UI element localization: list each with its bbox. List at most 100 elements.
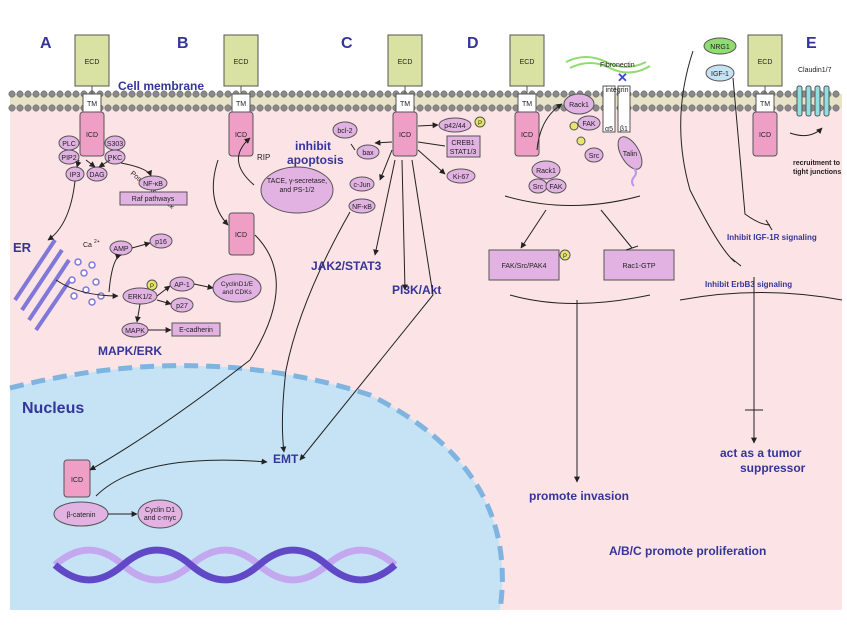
svg-text:FAK: FAK [582, 121, 596, 128]
svg-text:P: P [563, 254, 567, 260]
tace-ellipse [260, 166, 334, 214]
promote-invasion-label: promote invasion [529, 489, 629, 503]
svg-text:apoptosis: apoptosis [287, 153, 344, 167]
panel-label-d: D [467, 35, 479, 52]
inhibit-erbb3-label: Inhibit ErbB3 signaling [705, 280, 792, 289]
svg-text:Rac1-GTP: Rac1-GTP [622, 263, 655, 270]
svg-text:integrin: integrin [606, 87, 629, 94]
svg-text:bcl-2: bcl-2 [337, 128, 352, 135]
svg-text:ICD: ICD [399, 132, 411, 139]
svg-text:c-Jun: c-Jun [353, 182, 370, 189]
svg-text:Ca: Ca [83, 242, 92, 249]
panel-label-a: A [40, 35, 52, 52]
svg-text:AMP: AMP [113, 246, 129, 253]
svg-text:TM: TM [87, 101, 97, 108]
svg-text:β-catenin: β-catenin [67, 512, 96, 519]
svg-text:P: P [478, 121, 482, 127]
svg-text:Talin: Talin [623, 151, 638, 158]
svg-text:ICD: ICD [71, 477, 83, 484]
panel-label-e: E [806, 35, 817, 52]
svg-text:ECD: ECD [520, 59, 535, 66]
svg-text:and PS-1/2: and PS-1/2 [279, 187, 314, 194]
nucleus-label: Nucleus [22, 400, 84, 417]
inhibit-apoptosis-label: inhibit [295, 139, 331, 153]
svg-text:and c-myc: and c-myc [144, 515, 177, 522]
svg-text:Rack1: Rack1 [536, 168, 556, 175]
pathway-arrows [47, 103, 823, 517]
panel-d-components: Rack1 FAK Src Talin Rack1 Src FAK FAK/Sr… [488, 93, 675, 281]
emt-label: EMT [273, 452, 299, 466]
svg-text:ICD: ICD [521, 132, 533, 139]
svg-text:Raf pathways: Raf pathways [132, 196, 175, 203]
svg-text:TM: TM [400, 101, 410, 108]
svg-text:Claudin1/7: Claudin1/7 [798, 67, 832, 74]
talin-tail [631, 167, 637, 187]
claudin-helices [796, 85, 830, 117]
svg-text:ECD: ECD [85, 59, 100, 66]
jak-stat-label: JAK2/STAT3 [311, 259, 382, 273]
svg-text:IGF-1: IGF-1 [711, 71, 729, 78]
svg-text:ECD: ECD [398, 59, 413, 66]
svg-text:STAT1/3: STAT1/3 [450, 149, 477, 156]
svg-text:E-cadherin: E-cadherin [179, 327, 213, 334]
svg-text:AP-1: AP-1 [174, 282, 190, 289]
mapk-erk-label: MAPK/ERK [98, 344, 162, 358]
nuclear-icd [63, 459, 91, 498]
svg-text:Cyclin D1: Cyclin D1 [145, 507, 175, 514]
calcium-vesicles [68, 258, 105, 306]
svg-text:DAG: DAG [89, 172, 104, 179]
svg-text:Ki-67: Ki-67 [453, 174, 469, 181]
svg-text:NRG1: NRG1 [710, 44, 730, 51]
svg-text:IP3: IP3 [70, 172, 81, 179]
fibronectin-label: Fibronectin [600, 62, 635, 69]
fibronectin-strand [565, 56, 647, 68]
svg-text:TACE, γ-secretase,: TACE, γ-secretase, [267, 178, 327, 185]
dna-helix [52, 546, 398, 584]
svg-text:PLC: PLC [62, 141, 76, 148]
svg-text:2+: 2+ [94, 239, 100, 245]
svg-text:NF-κB: NF-κB [352, 204, 372, 211]
cell-membrane [8, 90, 842, 112]
inhibit-igf1r-label: Inhibit IGF-1R signaling [727, 233, 817, 242]
integrin-a5 [602, 85, 616, 133]
panel-label-c: C [341, 35, 353, 52]
integrin-b1 [617, 85, 631, 133]
svg-text:ICD: ICD [86, 132, 98, 139]
svg-text:ICD: ICD [235, 132, 247, 139]
svg-text:p27: p27 [176, 303, 188, 310]
svg-text:TM: TM [760, 101, 770, 108]
svg-text:ERK1/2: ERK1/2 [128, 294, 152, 301]
svg-text:FAK/Src/PAK4: FAK/Src/PAK4 [502, 263, 547, 270]
svg-text:TM: TM [522, 101, 532, 108]
panel-a-components: PLC PIP2 S303 PKC Positive feedback IP3 … [58, 135, 262, 338]
receptor-a: ECD TM ICD [74, 34, 110, 157]
svg-text:Rack1: Rack1 [569, 102, 589, 109]
proliferation-label: A/B/C promote proliferation [609, 544, 766, 558]
tumor-suppressor-label: act as a tumor [720, 446, 802, 460]
panel-label-b: B [177, 35, 189, 52]
svg-text:ICD: ICD [235, 232, 247, 239]
er-membranes [13, 238, 72, 332]
svg-text:CREB1: CREB1 [451, 140, 474, 147]
svg-text:CyclinD1/E: CyclinD1/E [221, 281, 254, 288]
rip-label: RIP [257, 153, 270, 162]
svg-text:S303: S303 [107, 141, 123, 148]
svg-text:suppressor: suppressor [740, 461, 806, 475]
nucleus-region [10, 365, 503, 610]
svg-text:NF-κB: NF-κB [143, 181, 163, 188]
nuclear-envelope [9, 363, 505, 611]
svg-text:α5: α5 [605, 126, 613, 133]
svg-text:TM: TM [236, 101, 246, 108]
inhibition-lines [350, 50, 773, 411]
svg-text:Src: Src [589, 153, 600, 160]
icd-released-b [228, 212, 255, 256]
receptor-d: ECD TM ICD [509, 34, 545, 157]
svg-text:ECD: ECD [758, 59, 773, 66]
receptor-c: ECD TM ICD [387, 34, 423, 157]
svg-text:recruitment to: recruitment to [793, 160, 840, 167]
bracket-lines [504, 195, 843, 304]
svg-text:FAK: FAK [549, 184, 563, 191]
